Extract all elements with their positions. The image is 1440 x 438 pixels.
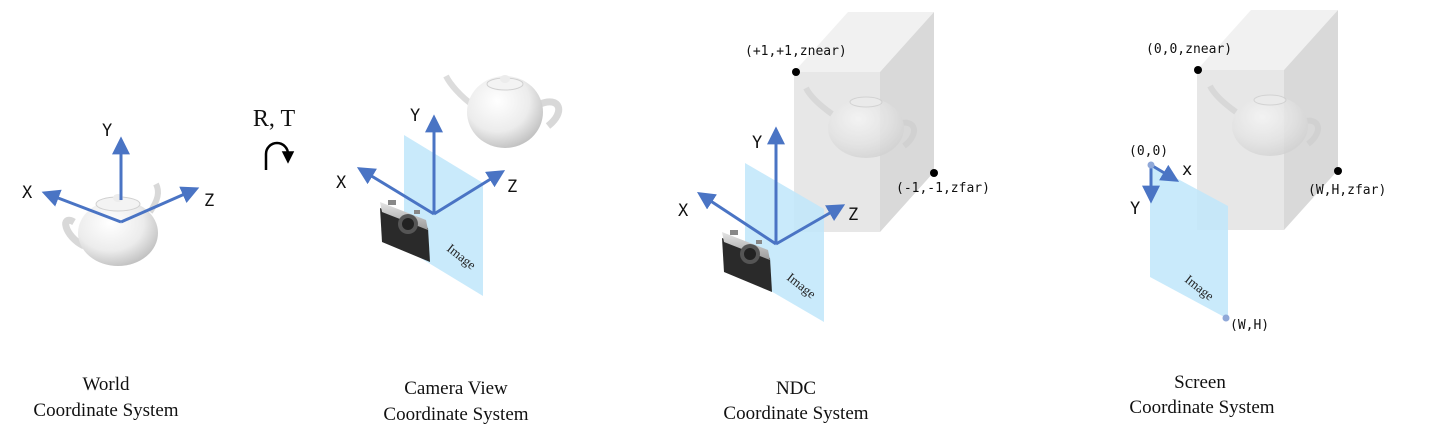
transform-indicator: R, T xyxy=(253,106,296,170)
teapot-icon xyxy=(443,74,563,148)
world-x-axis xyxy=(41,189,122,224)
ndc-z-axis xyxy=(775,204,846,246)
screen-x-label: x xyxy=(1182,160,1192,180)
ndc-far-corner-dot xyxy=(930,169,938,177)
ndc-near-corner-label: (+1,+1,znear) xyxy=(745,44,847,59)
screen-caption-line1: Screen xyxy=(1174,372,1226,393)
teapot-icon xyxy=(62,182,161,266)
camera-z-axis xyxy=(433,170,506,216)
world-z-label: Z xyxy=(204,191,214,211)
screen-near-corner-label: (0,0,znear) xyxy=(1146,42,1232,57)
ndc-x-label: X xyxy=(678,201,689,221)
camera-y-label: Y xyxy=(410,106,420,126)
camera-x-axis xyxy=(356,167,435,216)
ndc-panel: (+1,+1,znear) (-1,-1,zfar) Image Y X Z N… xyxy=(678,12,990,424)
world-caption-line1: World xyxy=(82,374,130,395)
screen-x-axis xyxy=(1150,163,1180,182)
world-x-label: X xyxy=(22,183,33,203)
screen-origin-label: (0,0) xyxy=(1129,144,1168,159)
screen-panel: (0,0,znear) (W,H,zfar) Image (0,0) (W,H)… xyxy=(1129,10,1386,418)
ndc-caption-line2: Coordinate System xyxy=(723,403,868,424)
camera-panel: Image Y X Z Camera View Coordinate Syste… xyxy=(336,74,563,425)
camera-z-label: Z xyxy=(507,177,517,197)
ndc-z-label: Z xyxy=(848,205,858,225)
transform-label: R, T xyxy=(253,106,296,132)
camera-icon xyxy=(380,200,430,262)
screen-caption-line2: Coordinate System xyxy=(1129,397,1274,418)
rotation-arrow-icon xyxy=(264,141,295,170)
teapot-icon xyxy=(1207,84,1321,156)
world-y-label: Y xyxy=(102,121,112,141)
camera-image-plane xyxy=(404,135,483,296)
camera-x-label: X xyxy=(336,173,347,193)
ndc-far-corner-label: (-1,-1,zfar) xyxy=(896,181,990,196)
screen-image-plane xyxy=(1150,164,1228,319)
screen-origin-dot xyxy=(1147,161,1155,169)
screen-plane-corner-dot xyxy=(1222,314,1230,322)
ndc-caption-line1: NDC xyxy=(776,378,816,399)
screen-y-label: Y xyxy=(1130,199,1140,219)
camera-icon xyxy=(722,230,772,292)
teapot-icon xyxy=(803,86,917,158)
world-z-axis xyxy=(120,186,200,224)
screen-near-corner-dot xyxy=(1194,66,1202,74)
ndc-near-corner-dot xyxy=(792,68,800,76)
camera-caption-line2: Coordinate System xyxy=(383,404,528,425)
ndc-y-label: Y xyxy=(752,133,762,153)
world-panel: Y X Z World Coordinate System xyxy=(22,121,214,421)
screen-plane-corner-label: (W,H) xyxy=(1230,318,1269,333)
ndc-x-axis xyxy=(696,192,777,246)
screen-far-corner-label: (W,H,zfar) xyxy=(1308,183,1386,198)
world-caption-line2: Coordinate System xyxy=(33,400,178,421)
screen-far-corner-dot xyxy=(1334,167,1342,175)
camera-caption-line1: Camera View xyxy=(404,378,508,399)
